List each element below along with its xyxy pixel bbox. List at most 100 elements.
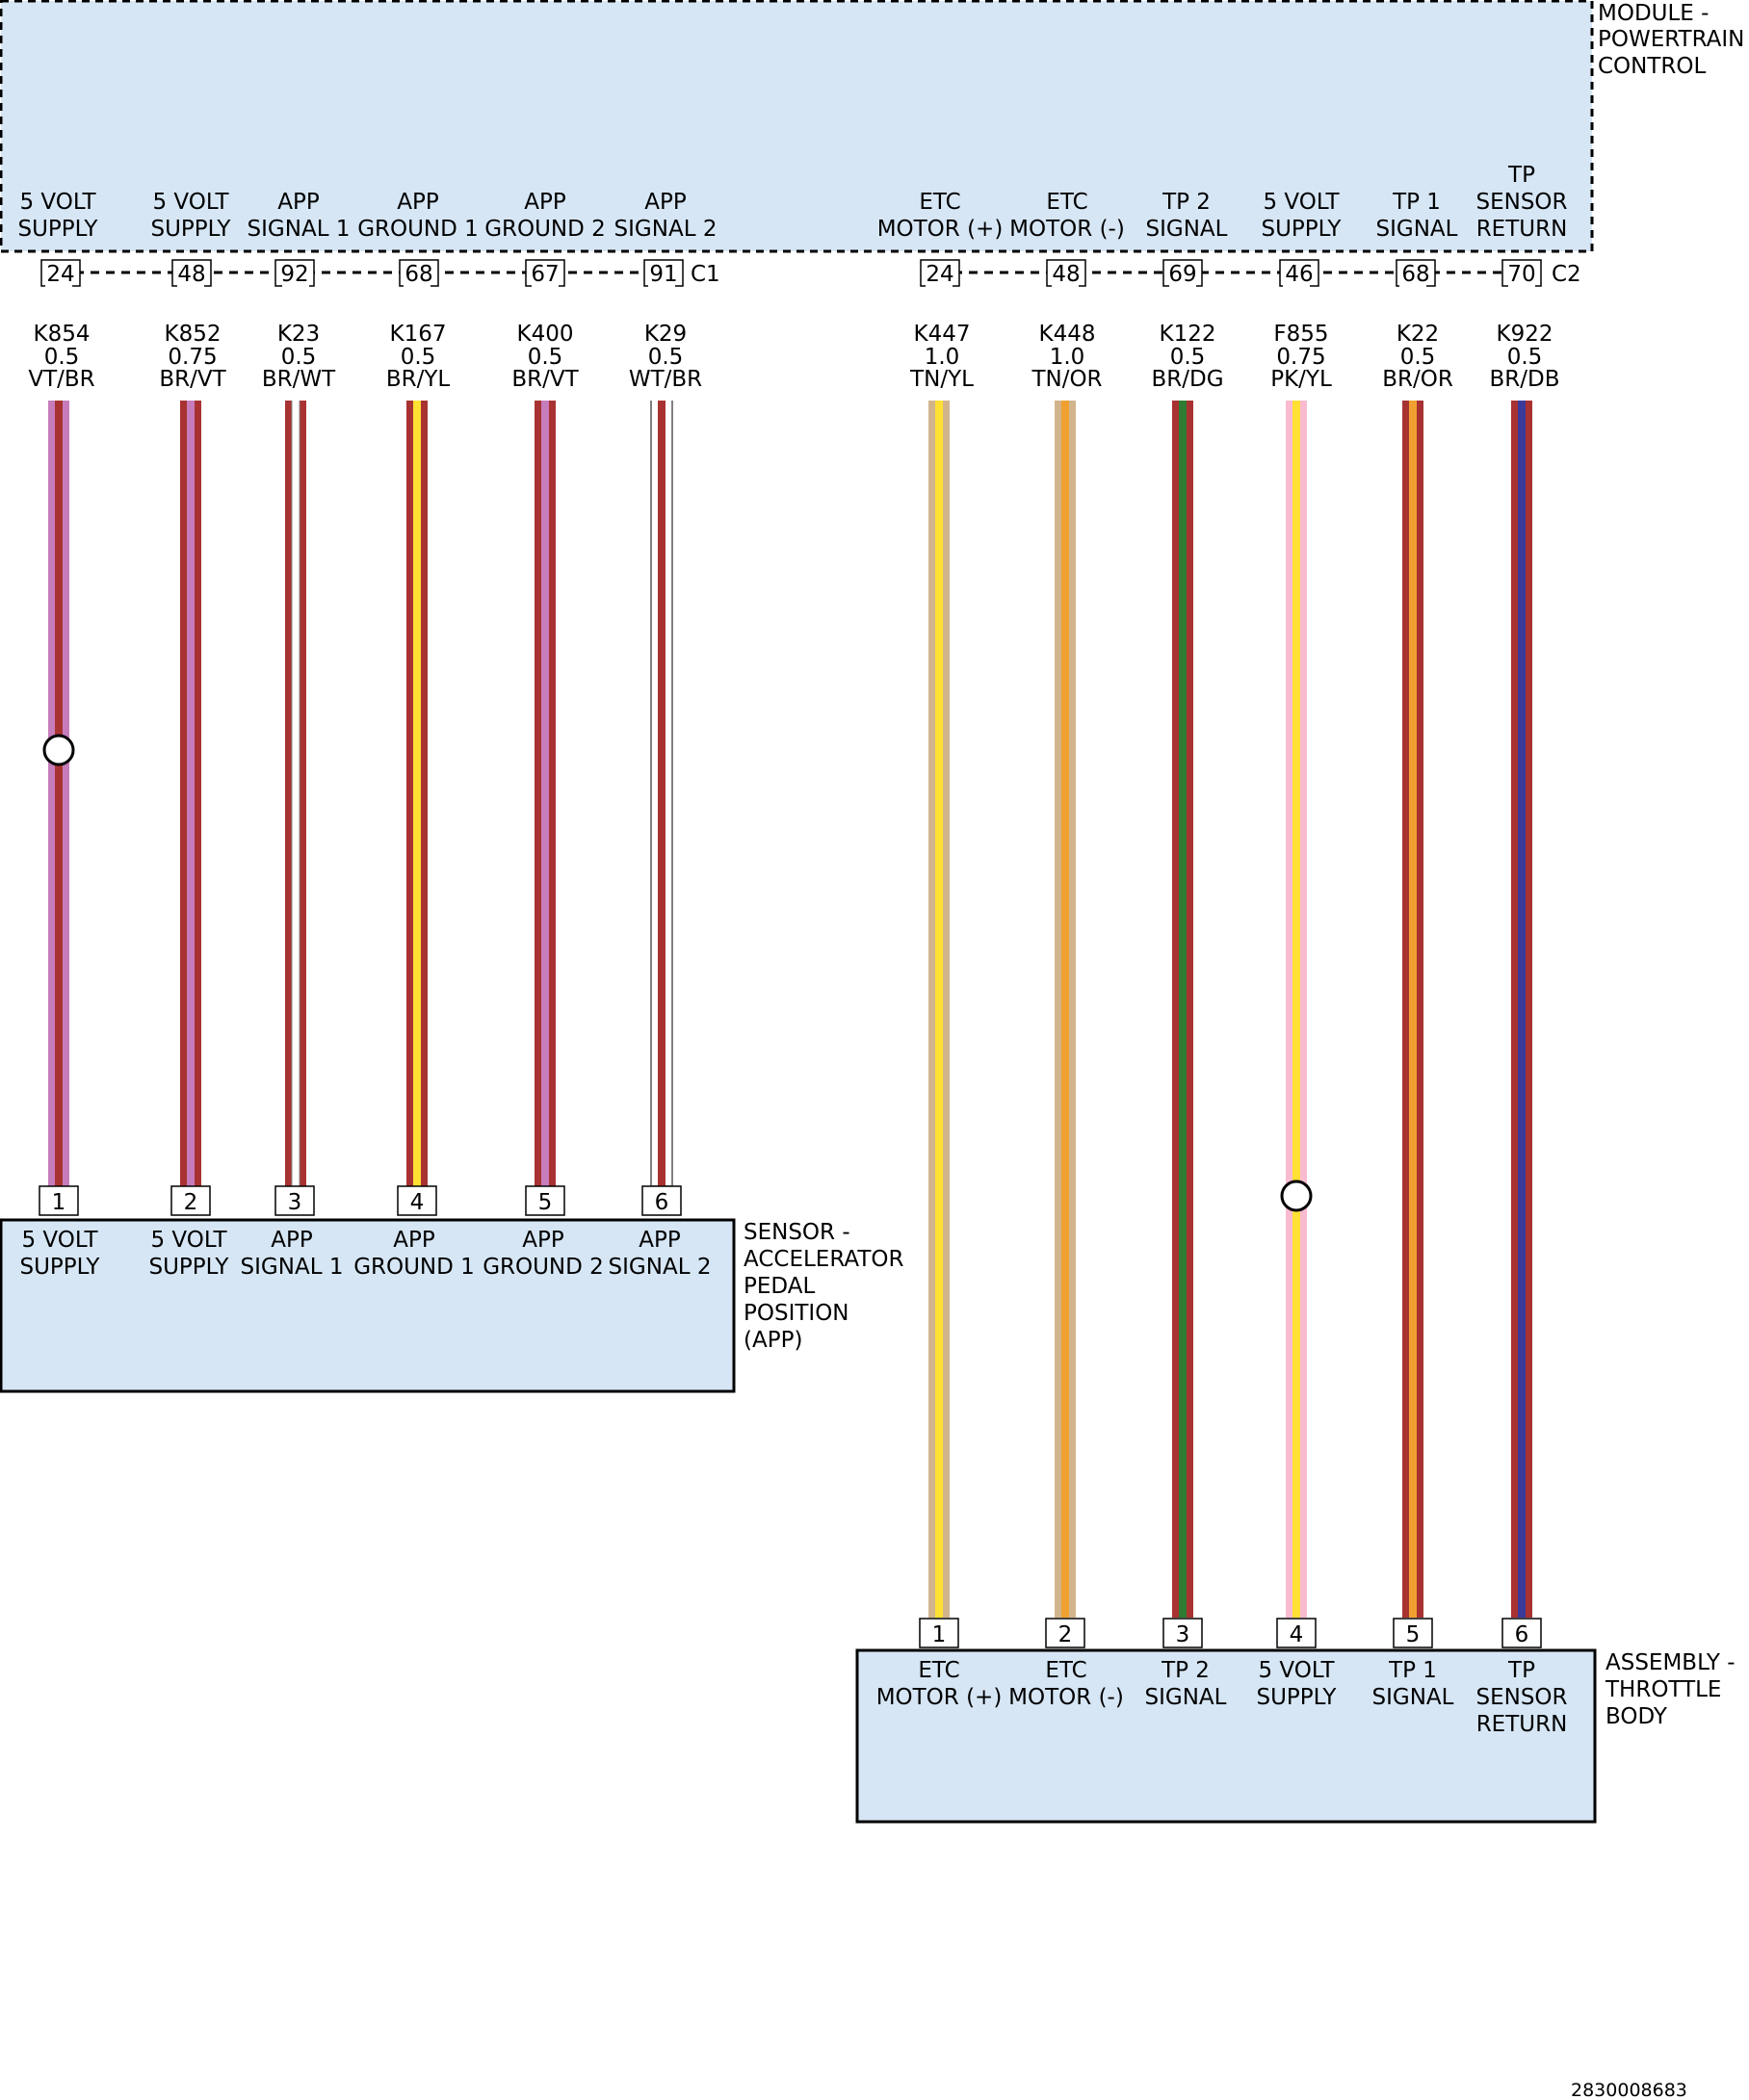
pcm-pin-function-label: ETC <box>919 190 960 215</box>
wire-K29 <box>650 284 673 1187</box>
pin-box <box>170 1185 211 1216</box>
pcm-pin-function-label: APP <box>524 190 566 215</box>
pin-box <box>1276 1618 1317 1648</box>
wire-label-background <box>45 285 72 401</box>
app-pin-1: 1 <box>39 1185 79 1216</box>
pcm-pin-function-label: 5 VOLT <box>1263 190 1340 215</box>
wire-color-label: BR/VT <box>159 367 226 392</box>
wire-stripe <box>1061 285 1069 1618</box>
pcm-pin-function-label: SIGNAL 2 <box>614 217 718 242</box>
wire-stripe <box>1518 285 1526 1618</box>
pin-number: 1 <box>52 1190 66 1215</box>
wire-label-background <box>1169 285 1196 401</box>
pin-number: 4 <box>410 1190 425 1215</box>
pcm-pin-function-label: SUPPLY <box>1262 217 1343 242</box>
wires <box>48 284 1532 1618</box>
tb-pin-function-label: ETC <box>1045 1658 1086 1683</box>
tb-pin-function-label: SIGNAL <box>1372 1685 1454 1710</box>
pcm-pin-function-label: SUPPLY <box>18 217 99 242</box>
pin-number: 2 <box>184 1190 198 1215</box>
wire-label-background <box>648 285 675 401</box>
tb-name-line-1: ASSEMBLY - <box>1605 1650 1736 1675</box>
wire-color-label: VT/BR <box>28 367 94 392</box>
pin-number: 1 <box>932 1622 947 1647</box>
pin-box <box>641 1185 682 1216</box>
pin-number: 92 <box>280 262 308 287</box>
tb-pin-function-label: 5 VOLT <box>1258 1658 1335 1683</box>
wire-K167 <box>406 285 428 1186</box>
pin-number: 6 <box>655 1190 669 1215</box>
pcm-pin-function-label: SENSOR <box>1475 190 1567 215</box>
pcm-pin-69: 69 <box>1162 259 1203 287</box>
pin-box <box>1279 259 1319 287</box>
tb-pin-function-label: TP 1 <box>1388 1658 1437 1683</box>
wire-label-background <box>177 285 204 401</box>
wire-circuit-label: K29 <box>644 322 687 347</box>
app-pin-function-label: SUPPLY <box>149 1255 230 1280</box>
pcm-pin-function-label: ETC <box>1046 190 1087 215</box>
tb-pin-function-label: SUPPLY <box>1257 1685 1338 1710</box>
wire-gauge-label: 0.5 <box>281 345 317 370</box>
pcm-pin-function-label: RETURN <box>1476 217 1568 242</box>
pcm-pin-48: 48 <box>1046 259 1086 287</box>
pin-box <box>397 1185 437 1216</box>
pin-box <box>39 1185 79 1216</box>
wire-K122 <box>1172 285 1193 1618</box>
tb-name-line-3: BODY <box>1605 1704 1668 1729</box>
wire-K23 <box>285 284 306 1187</box>
pin-number: 68 <box>405 262 432 287</box>
wire-gauge-label: 0.5 <box>44 345 80 370</box>
pcm-pin-92: 92 <box>274 259 315 287</box>
wire-K922 <box>1511 285 1532 1618</box>
wire-gauge-label: 0.5 <box>1400 345 1436 370</box>
wire-gauge-label: 0.5 <box>1507 345 1543 370</box>
wire-K400 <box>535 285 556 1186</box>
wire-color-label: WT/BR <box>629 367 702 392</box>
app-pin-function-label: APP <box>271 1228 313 1253</box>
pcm-pin-24: 24 <box>920 259 960 287</box>
app-pin-6: 6 <box>641 1185 682 1216</box>
app-pin-function-label: SIGNAL 1 <box>241 1255 344 1280</box>
wire-stripe <box>187 285 195 1186</box>
wire-K447 <box>928 285 950 1618</box>
tb-pin-6: 6 <box>1501 1618 1542 1648</box>
pcm-module: MODULE - POWERTRAIN CONTROL 5 VOLTSUPPLY… <box>0 0 1744 253</box>
wire-color-label: BR/DB <box>1490 367 1560 392</box>
pcm-pin-function-label: 5 VOLT <box>19 190 96 215</box>
app-pin-3: 3 <box>274 1185 315 1216</box>
wire-color-label: PK/YL <box>1270 367 1332 392</box>
app-pin-2: 2 <box>170 1185 211 1216</box>
app-name-line-5: (APP) <box>744 1328 802 1353</box>
wire-gauge-label: 0.75 <box>1276 345 1325 370</box>
pin-number: 3 <box>288 1190 302 1215</box>
pcm-pin-function-label: MOTOR (+) <box>877 217 1004 242</box>
pcm-pin-function-label: APP <box>277 190 320 215</box>
wire-label-background <box>1508 285 1535 401</box>
pin-number: 3 <box>1176 1622 1190 1647</box>
pcm-pin-68: 68 <box>1396 259 1436 287</box>
splices <box>42 734 1313 1212</box>
tb-pin-3: 3 <box>1162 1618 1203 1648</box>
throttle-body-box <box>855 1648 1597 1824</box>
wire-gauge-label: 0.5 <box>401 345 436 370</box>
wire-gauge-label: 0.5 <box>528 345 563 370</box>
wire-label-background <box>532 285 559 401</box>
wire-stripe <box>1409 285 1417 1618</box>
tb-pin-function-label: SENSOR <box>1475 1685 1567 1710</box>
app-pin-function-label: 5 VOLT <box>21 1228 98 1253</box>
pcm-pin-function-label: TP <box>1507 163 1535 188</box>
pin-number: 2 <box>1058 1622 1073 1647</box>
splice-K854 <box>42 734 75 766</box>
app-pin-function-label: 5 VOLT <box>150 1228 227 1253</box>
pcm-pin-48: 48 <box>171 259 212 287</box>
wire-stripe <box>413 285 421 1186</box>
tb-pin-5: 5 <box>1393 1618 1433 1648</box>
pin-number: 46 <box>1285 262 1313 287</box>
pcm-pin-function-label: SIGNAL 1 <box>248 217 351 242</box>
pin-number: 91 <box>649 262 677 287</box>
